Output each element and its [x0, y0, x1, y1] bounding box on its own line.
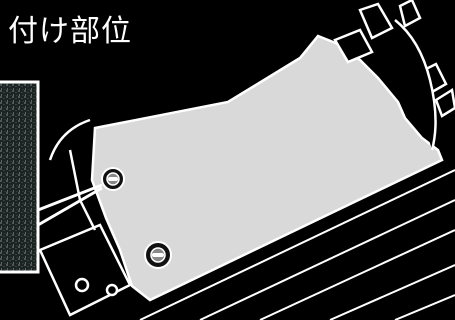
carpet-closeup [0, 82, 38, 272]
callout-lines [38, 185, 102, 225]
caption-label: 付け部位 [8, 6, 132, 50]
